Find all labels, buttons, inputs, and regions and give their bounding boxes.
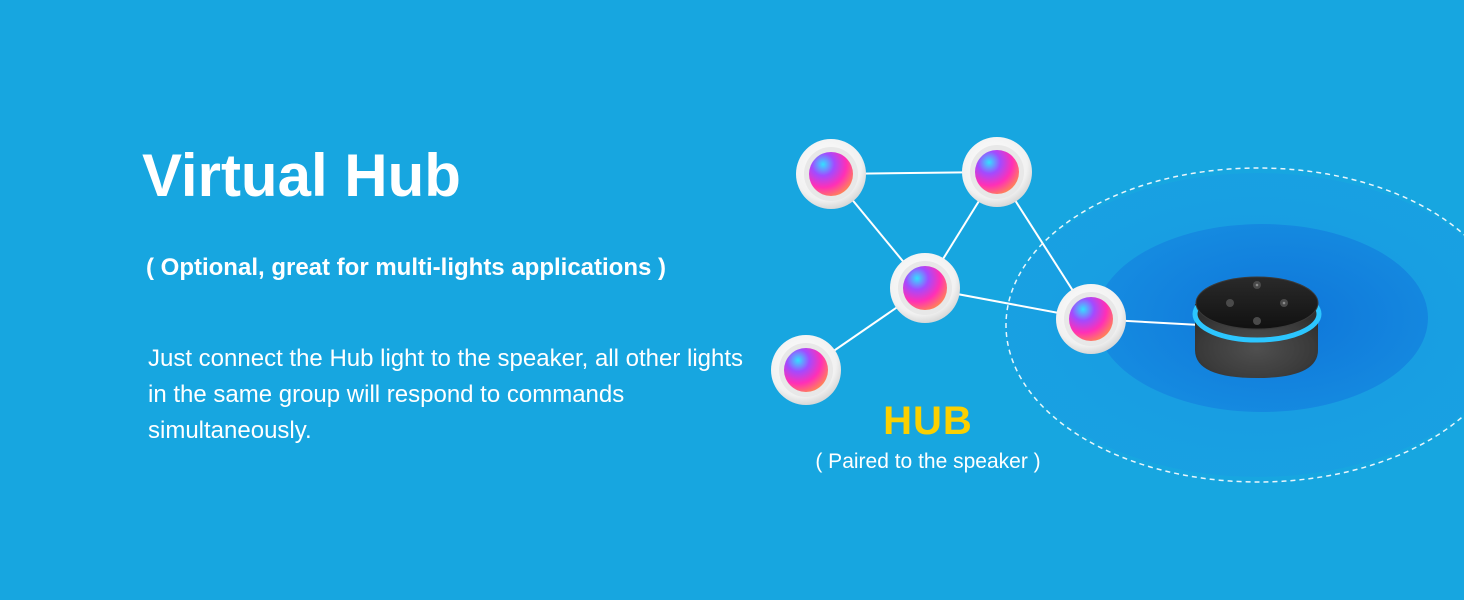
- subtitle: ( Optional, great for multi-lights appli…: [146, 254, 667, 281]
- light-top-left: [796, 139, 866, 209]
- light-hub: [1056, 284, 1126, 354]
- light-top-right: [962, 137, 1032, 207]
- hub-label: HUB: [883, 399, 973, 443]
- light-bottom-left: [771, 335, 841, 405]
- description-text: Just connect the Hub light to the speake…: [148, 345, 744, 444]
- page-title: Virtual Hub: [142, 142, 461, 209]
- hub-sublabel: ( Paired to the speaker ): [815, 450, 1041, 473]
- smart-speaker: [1192, 276, 1322, 378]
- light-center: [890, 253, 960, 323]
